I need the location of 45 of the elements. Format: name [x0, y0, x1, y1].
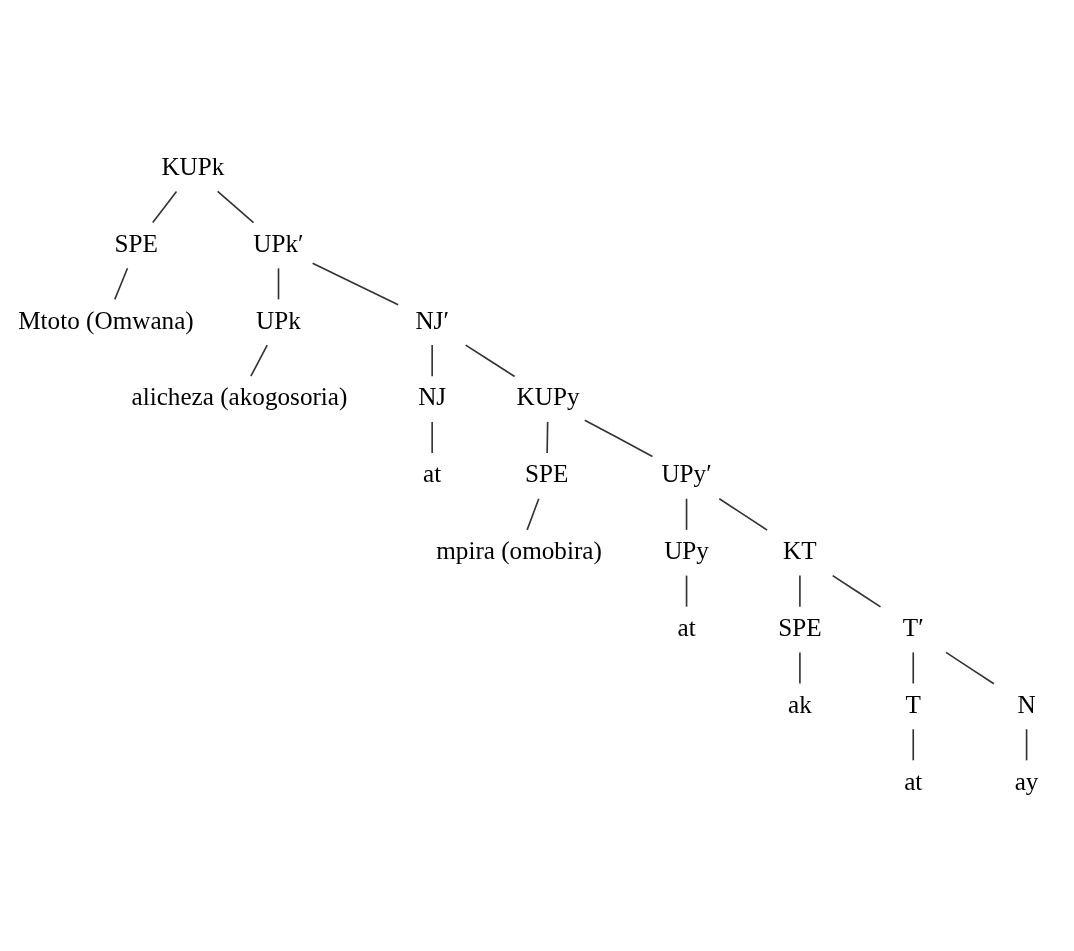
node-text: N	[1017, 690, 1036, 718]
connector	[945, 651, 995, 685]
connector	[1025, 727, 1028, 761]
node-text: UPy′	[661, 459, 712, 487]
node-text: UPy	[664, 536, 709, 564]
node-text: SPE	[525, 459, 569, 487]
node-text: KUPk	[161, 152, 225, 180]
connector	[685, 574, 688, 607]
node-text: ay	[1014, 767, 1039, 795]
node-text: mpira (omobira)	[436, 536, 602, 564]
node-text: SPE	[114, 229, 158, 257]
connector	[216, 190, 255, 223]
node-text: NJ′	[415, 306, 449, 334]
node-text: T	[905, 690, 921, 718]
node-text: ak	[788, 690, 812, 718]
connector	[583, 418, 654, 457]
connector	[277, 266, 280, 300]
connector	[114, 266, 129, 300]
connector	[250, 343, 269, 377]
node-text: KUPy	[516, 382, 580, 410]
connector	[464, 343, 516, 377]
connector	[526, 497, 540, 531]
node-text: UPk	[256, 306, 301, 334]
node-text: UPk′	[253, 229, 304, 257]
node-text: Mtoto (Omwana)	[18, 306, 194, 334]
connector	[718, 497, 768, 531]
connector	[431, 343, 433, 377]
node-text: NJ	[418, 382, 447, 410]
node-text: alicheza (akogosoria)	[131, 382, 348, 410]
connector	[912, 651, 915, 684]
connector	[311, 261, 399, 305]
node-text: at	[677, 613, 696, 641]
node-text: at	[904, 767, 923, 795]
node-text: T′	[902, 613, 924, 641]
connector	[831, 574, 882, 608]
connector	[151, 190, 178, 223]
connector	[685, 497, 688, 531]
node-text: at	[423, 459, 442, 487]
connector	[799, 574, 801, 607]
connector	[546, 420, 549, 454]
node-text: SPE	[778, 613, 822, 641]
connector	[912, 727, 915, 761]
connector	[431, 420, 433, 454]
connector	[799, 651, 801, 684]
node-text: KT	[783, 536, 817, 564]
